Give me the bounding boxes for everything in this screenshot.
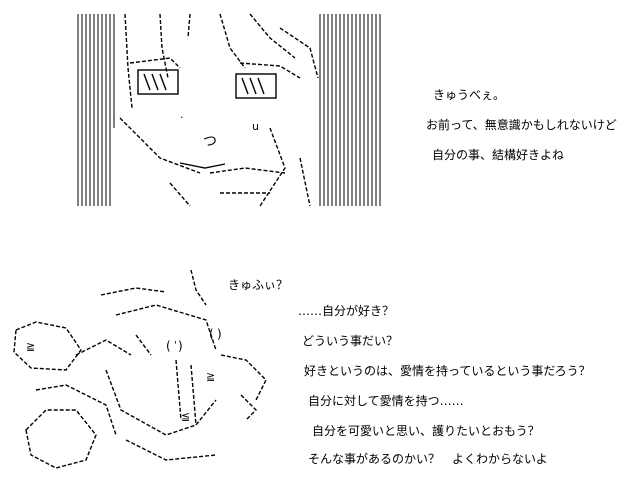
dialogue-line: 自分に対して愛情を持つ…… <box>308 394 464 408</box>
svg-text:(: ( <box>166 339 171 353</box>
svg-text:.: . <box>180 108 184 121</box>
dialogue-line: ……自分が好き？ <box>298 304 395 318</box>
svg-text:): ) <box>178 339 183 353</box>
svg-text:(: ( <box>209 327 214 341</box>
svg-text:≦: ≦ <box>181 410 190 423</box>
dialogue-line: 自分を可愛いと思い、護りたいとおもう？ <box>312 424 540 438</box>
svg-text:': ' <box>174 340 177 351</box>
dialogue-line: きゅうべぇ。 <box>433 88 506 102</box>
svg-text:≧: ≧ <box>206 370 215 383</box>
ascii-art-kyubey: ( ) ' ( ) ≧ ≦ ≧ <box>6 260 286 475</box>
svg-text:u: u <box>252 120 259 133</box>
dialogue-line: そんな事があるのかい？ よくわからないよ <box>308 452 548 466</box>
ascii-art-girl-closeup: つ u . <box>70 8 390 213</box>
dialogue-line: 好きというのは、愛情を持っているという事だろう？ <box>304 364 591 378</box>
svg-text:≧: ≧ <box>26 340 35 353</box>
dialogue-line: 自分の事、結構好きよね <box>432 148 565 162</box>
svg-text:つ: つ <box>203 134 217 150</box>
dialogue-line: どういう事だい？ <box>302 334 399 348</box>
dialogue-line: きゅふぃ？ <box>228 278 289 292</box>
bottom-panel: ( ) ' ( ) ≧ ≦ ≧ きゅふぃ？ ……自分が好き？ どういう事だい？ … <box>0 240 640 482</box>
dialogue-line: お前って、無意識かもしれないけど <box>426 118 617 132</box>
top-panel: つ u . きゅうべぇ。 お前って、無意識かもしれないけど 自分の事、結構好きよ… <box>0 0 640 230</box>
svg-text:): ) <box>217 327 222 341</box>
